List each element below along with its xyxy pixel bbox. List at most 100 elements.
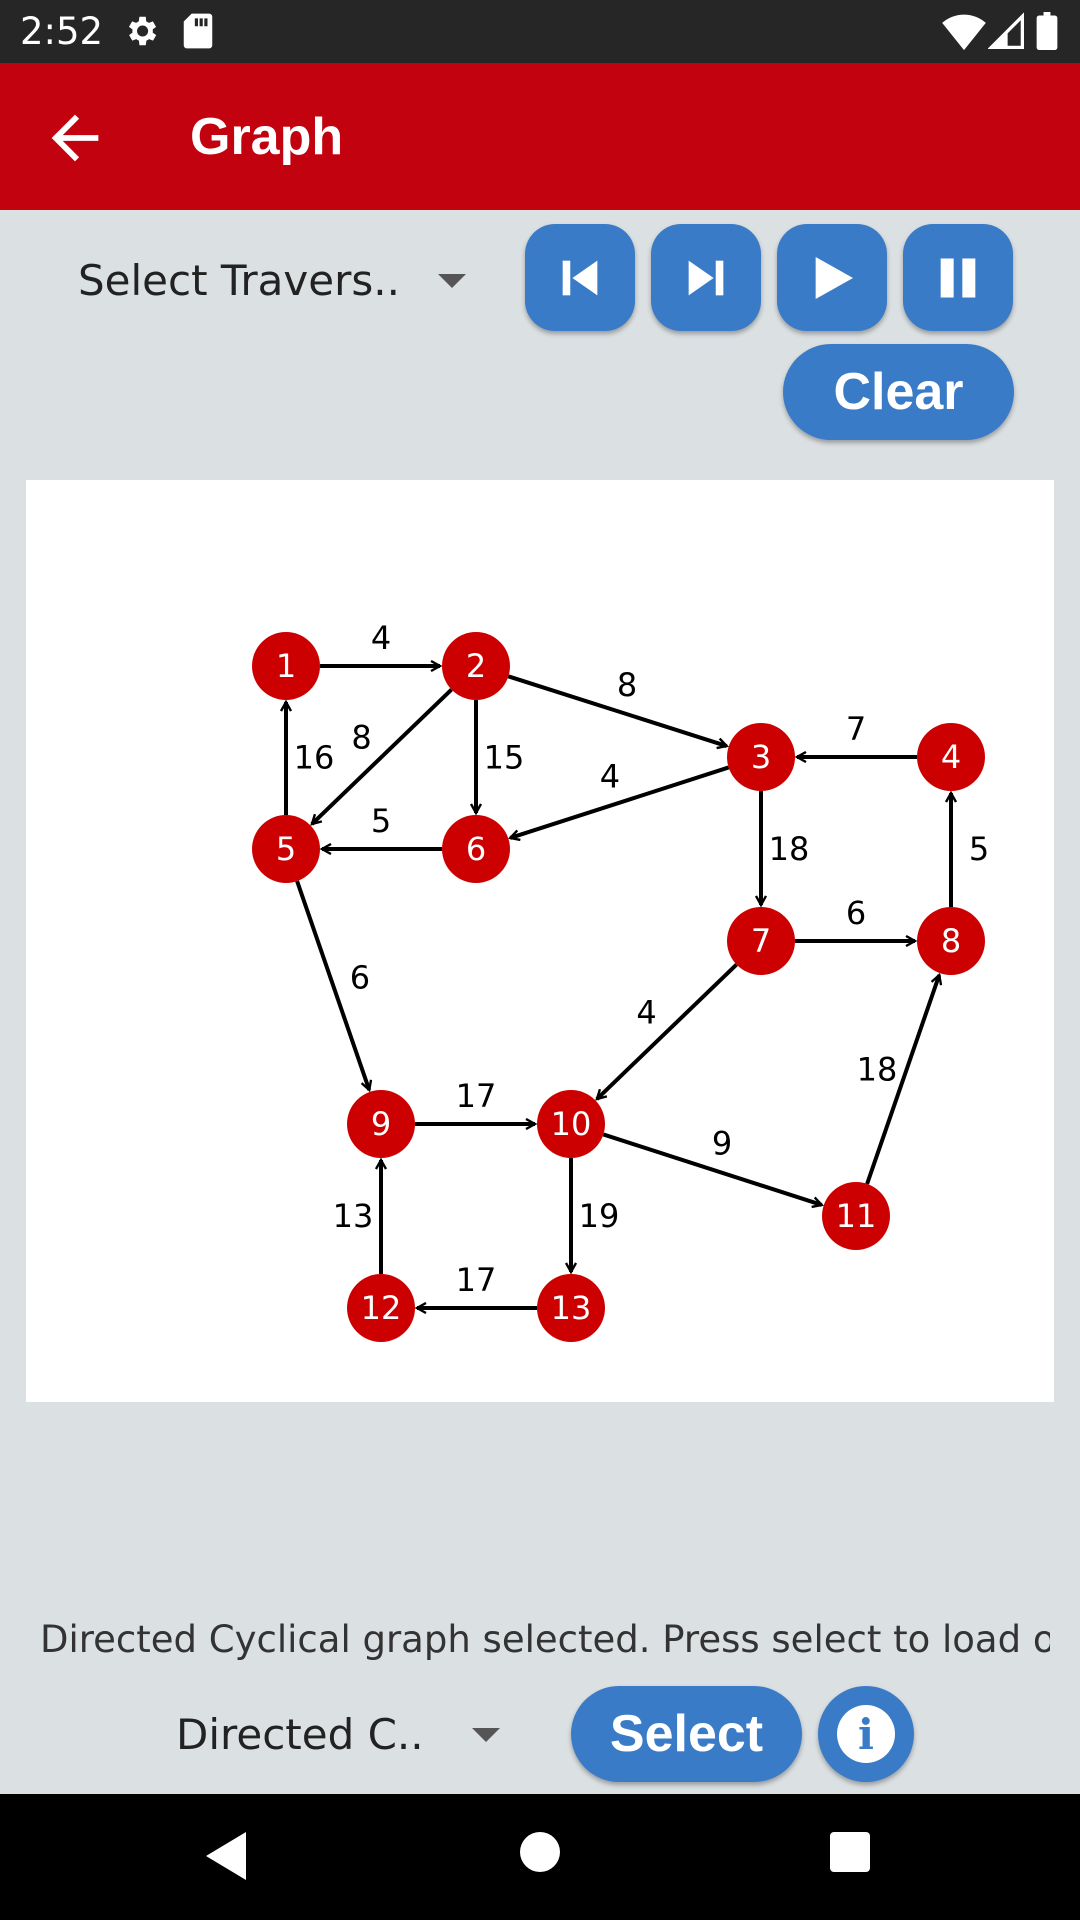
traversal-dropdown[interactable]: Select Travers.. bbox=[78, 252, 478, 308]
edge-weight-label: 5 bbox=[371, 802, 391, 840]
page-title: Graph bbox=[190, 108, 344, 166]
graph-node-5[interactable]: 5 bbox=[252, 815, 320, 883]
graph-node-13[interactable]: 13 bbox=[537, 1274, 605, 1342]
graph-edge-5-9 bbox=[295, 880, 369, 1090]
node-label: 13 bbox=[551, 1289, 592, 1327]
node-circle bbox=[347, 1274, 415, 1342]
node-circle bbox=[442, 815, 510, 883]
gear-icon bbox=[128, 16, 157, 46]
graph-node-6[interactable]: 6 bbox=[442, 815, 510, 883]
graph-edge-2-5 bbox=[312, 688, 453, 824]
signal-icon bbox=[988, 12, 1024, 49]
chevron-down-icon bbox=[472, 1728, 500, 1742]
select-button[interactable]: Select bbox=[571, 1686, 802, 1782]
pause-button[interactable] bbox=[903, 224, 1013, 331]
node-label: 3 bbox=[751, 738, 771, 776]
graph-node-12[interactable]: 12 bbox=[347, 1274, 415, 1342]
node-label: 2 bbox=[466, 647, 486, 685]
edge-weight-label: 18 bbox=[857, 1050, 898, 1088]
edge-weight-label: 5 bbox=[969, 830, 989, 868]
edge-weight-label: 8 bbox=[617, 666, 637, 704]
graph-edge-2-3 bbox=[507, 674, 726, 746]
edge-weight-label: 6 bbox=[846, 894, 866, 932]
node-circle bbox=[822, 1182, 890, 1250]
traversal-dropdown-value: Select Travers.. bbox=[78, 255, 400, 305]
node-label: 8 bbox=[941, 922, 961, 960]
arrow-back-icon bbox=[51, 114, 99, 162]
info-button[interactable]: i bbox=[818, 1686, 914, 1782]
node-circle bbox=[917, 723, 985, 791]
node-label: 1 bbox=[276, 647, 296, 685]
graph-node-3[interactable]: 3 bbox=[727, 723, 795, 791]
node-label: 4 bbox=[941, 738, 961, 776]
skip-next-button[interactable] bbox=[651, 224, 761, 331]
edge-weight-label: 17 bbox=[456, 1261, 497, 1299]
node-circle bbox=[252, 815, 320, 883]
graph-node-10[interactable]: 10 bbox=[537, 1090, 605, 1158]
skip-next-icon bbox=[688, 260, 724, 295]
node-circle bbox=[917, 907, 985, 975]
graph-node-7[interactable]: 7 bbox=[727, 907, 795, 975]
edge-weight-label: 4 bbox=[600, 757, 620, 795]
edge-weight-label: 19 bbox=[579, 1197, 620, 1235]
graph-node-8[interactable]: 8 bbox=[917, 907, 985, 975]
graph-type-dropdown-value: Directed C.. bbox=[176, 1709, 424, 1759]
edge-weight-label: 16 bbox=[294, 739, 335, 777]
status-time: 2:52 bbox=[20, 10, 104, 53]
node-circle bbox=[727, 907, 795, 975]
wifi-icon bbox=[942, 14, 986, 51]
pause-icon bbox=[940, 258, 976, 297]
node-circle bbox=[537, 1274, 605, 1342]
edge-weight-label: 17 bbox=[456, 1077, 497, 1115]
graph-node-2[interactable]: 2 bbox=[442, 632, 510, 700]
node-circle bbox=[347, 1090, 415, 1158]
skip-previous-button[interactable] bbox=[525, 224, 635, 331]
nav-bar bbox=[0, 1794, 1080, 1920]
node-label: 7 bbox=[751, 922, 771, 960]
graph-node-1[interactable]: 1 bbox=[252, 632, 320, 700]
edge-weight-label: 4 bbox=[636, 993, 656, 1031]
edge-weight-label: 6 bbox=[350, 958, 370, 996]
nav-home-icon[interactable] bbox=[520, 1832, 560, 1872]
node-circle bbox=[537, 1090, 605, 1158]
edge-weight-label: 15 bbox=[484, 739, 525, 777]
status-message: Directed Cyclical graph selected. Press … bbox=[40, 1618, 1050, 1661]
sd-card-icon bbox=[183, 13, 213, 49]
edge-weight-label: 8 bbox=[351, 718, 371, 756]
node-label: 10 bbox=[551, 1105, 592, 1143]
edge-weight-label: 18 bbox=[769, 830, 810, 868]
node-label: 5 bbox=[276, 830, 296, 868]
edge-weight-label: 4 bbox=[371, 619, 391, 657]
play-button[interactable] bbox=[777, 224, 887, 331]
clear-button[interactable]: Clear bbox=[783, 344, 1014, 440]
node-label: 11 bbox=[836, 1197, 877, 1235]
node-label: 6 bbox=[466, 830, 486, 868]
node-circle bbox=[442, 632, 510, 700]
back-button[interactable] bbox=[40, 103, 110, 173]
graph-type-dropdown[interactable]: Directed C.. bbox=[176, 1706, 506, 1762]
edge-weight-label: 13 bbox=[333, 1197, 374, 1235]
node-label: 12 bbox=[361, 1289, 402, 1327]
chevron-down-icon bbox=[438, 274, 466, 288]
graph-node-4[interactable]: 4 bbox=[917, 723, 985, 791]
graph-node-9[interactable]: 9 bbox=[347, 1090, 415, 1158]
nav-back-icon[interactable] bbox=[202, 1830, 250, 1882]
graph-edge-10-11 bbox=[602, 1132, 821, 1204]
node-circle bbox=[727, 723, 795, 791]
node-label: 9 bbox=[371, 1105, 391, 1143]
node-circle bbox=[252, 632, 320, 700]
edge-weight-label: 7 bbox=[846, 710, 866, 748]
graph-edge-11-8 bbox=[865, 975, 939, 1185]
info-icon: i bbox=[837, 1705, 895, 1763]
nav-recents-icon[interactable] bbox=[830, 1832, 870, 1872]
app-bar: Graph bbox=[0, 63, 1080, 210]
play-icon bbox=[815, 256, 853, 299]
graph-edge-7-10 bbox=[597, 963, 738, 1099]
skip-previous-icon bbox=[562, 260, 598, 295]
status-bar: 2:52 bbox=[0, 0, 1080, 63]
edge-weight-label: 9 bbox=[712, 1124, 732, 1162]
battery-icon bbox=[1036, 12, 1058, 50]
graph-node-11[interactable]: 11 bbox=[822, 1182, 890, 1250]
